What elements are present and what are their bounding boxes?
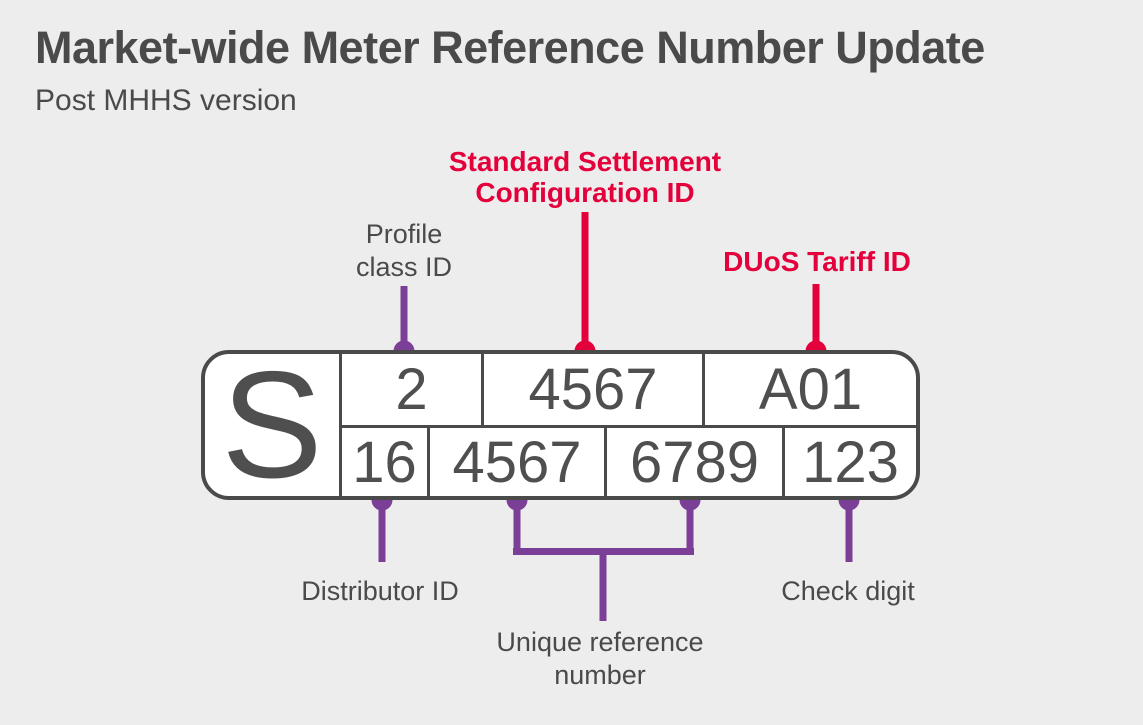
label-profile-class-id: Profile class ID bbox=[355, 219, 453, 282]
connector-unique-ref-stem bbox=[599, 553, 607, 621]
connector-ssc-stem bbox=[581, 212, 589, 352]
page-title: Market-wide Meter Reference Number Updat… bbox=[35, 22, 985, 73]
page-subtitle: Post MHHS version bbox=[35, 84, 297, 117]
connector-unique-ref-bracket-bar bbox=[513, 548, 694, 555]
meter-reference-box: S 2 4567 A01 16 4567 6789 123 bbox=[201, 339, 920, 510]
profile-class-id-cell: 2 bbox=[339, 354, 481, 428]
connector-unique-ref-bracket-left bbox=[513, 500, 521, 555]
distributor-id-cell: 16 bbox=[339, 428, 427, 496]
label-standard-settlement-configuration-id: Standard Settlement Configuration ID bbox=[448, 146, 722, 208]
supply-prefix-cell: S bbox=[221, 339, 323, 510]
label-duos-tariff-id: DUoS Tariff ID bbox=[723, 246, 911, 277]
label-check-digit: Check digit bbox=[781, 576, 915, 606]
standard-settlement-configuration-id-cell: 4567 bbox=[481, 354, 702, 428]
connector-check-digit-stem bbox=[845, 500, 853, 562]
connector-distributor-stem bbox=[378, 500, 386, 562]
check-digit-cell: 123 bbox=[782, 428, 916, 496]
label-unique-reference-number: Unique reference number bbox=[496, 627, 704, 690]
connector-duos-stem bbox=[812, 284, 820, 352]
label-distributor-id: Distributor ID bbox=[301, 576, 459, 606]
unique-reference-cell-1: 4567 bbox=[427, 428, 604, 496]
connector-profile-class-stem bbox=[400, 286, 408, 352]
unique-reference-cell-2: 6789 bbox=[604, 428, 782, 496]
connector-unique-ref-bracket-right bbox=[686, 500, 694, 555]
duos-tariff-id-cell: A01 bbox=[702, 354, 916, 428]
